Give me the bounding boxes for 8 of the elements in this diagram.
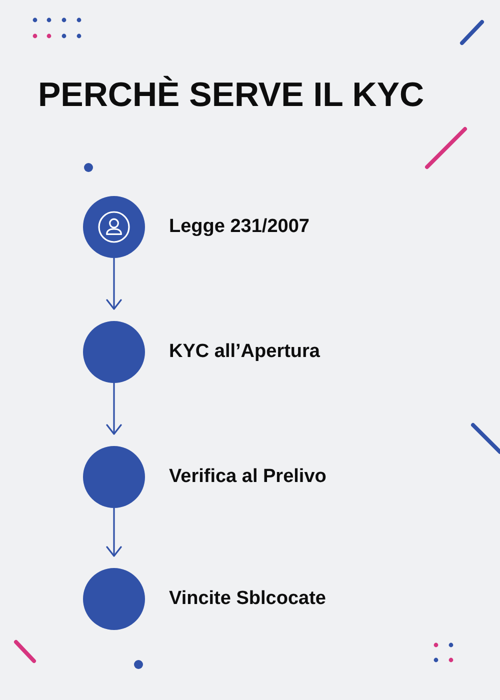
- step-label: KYC all’Apertura: [169, 340, 320, 364]
- arrow: [106, 508, 122, 557]
- title: PERCHÈ SERVE IL KYC: [38, 75, 424, 116]
- step-label: Verifica al Prelivo: [169, 465, 326, 489]
- step-label: Legge 231/2007: [169, 215, 310, 239]
- arrow: [106, 258, 122, 310]
- arrow: [106, 383, 122, 435]
- step-label: Vincite Sblcocate: [169, 587, 326, 611]
